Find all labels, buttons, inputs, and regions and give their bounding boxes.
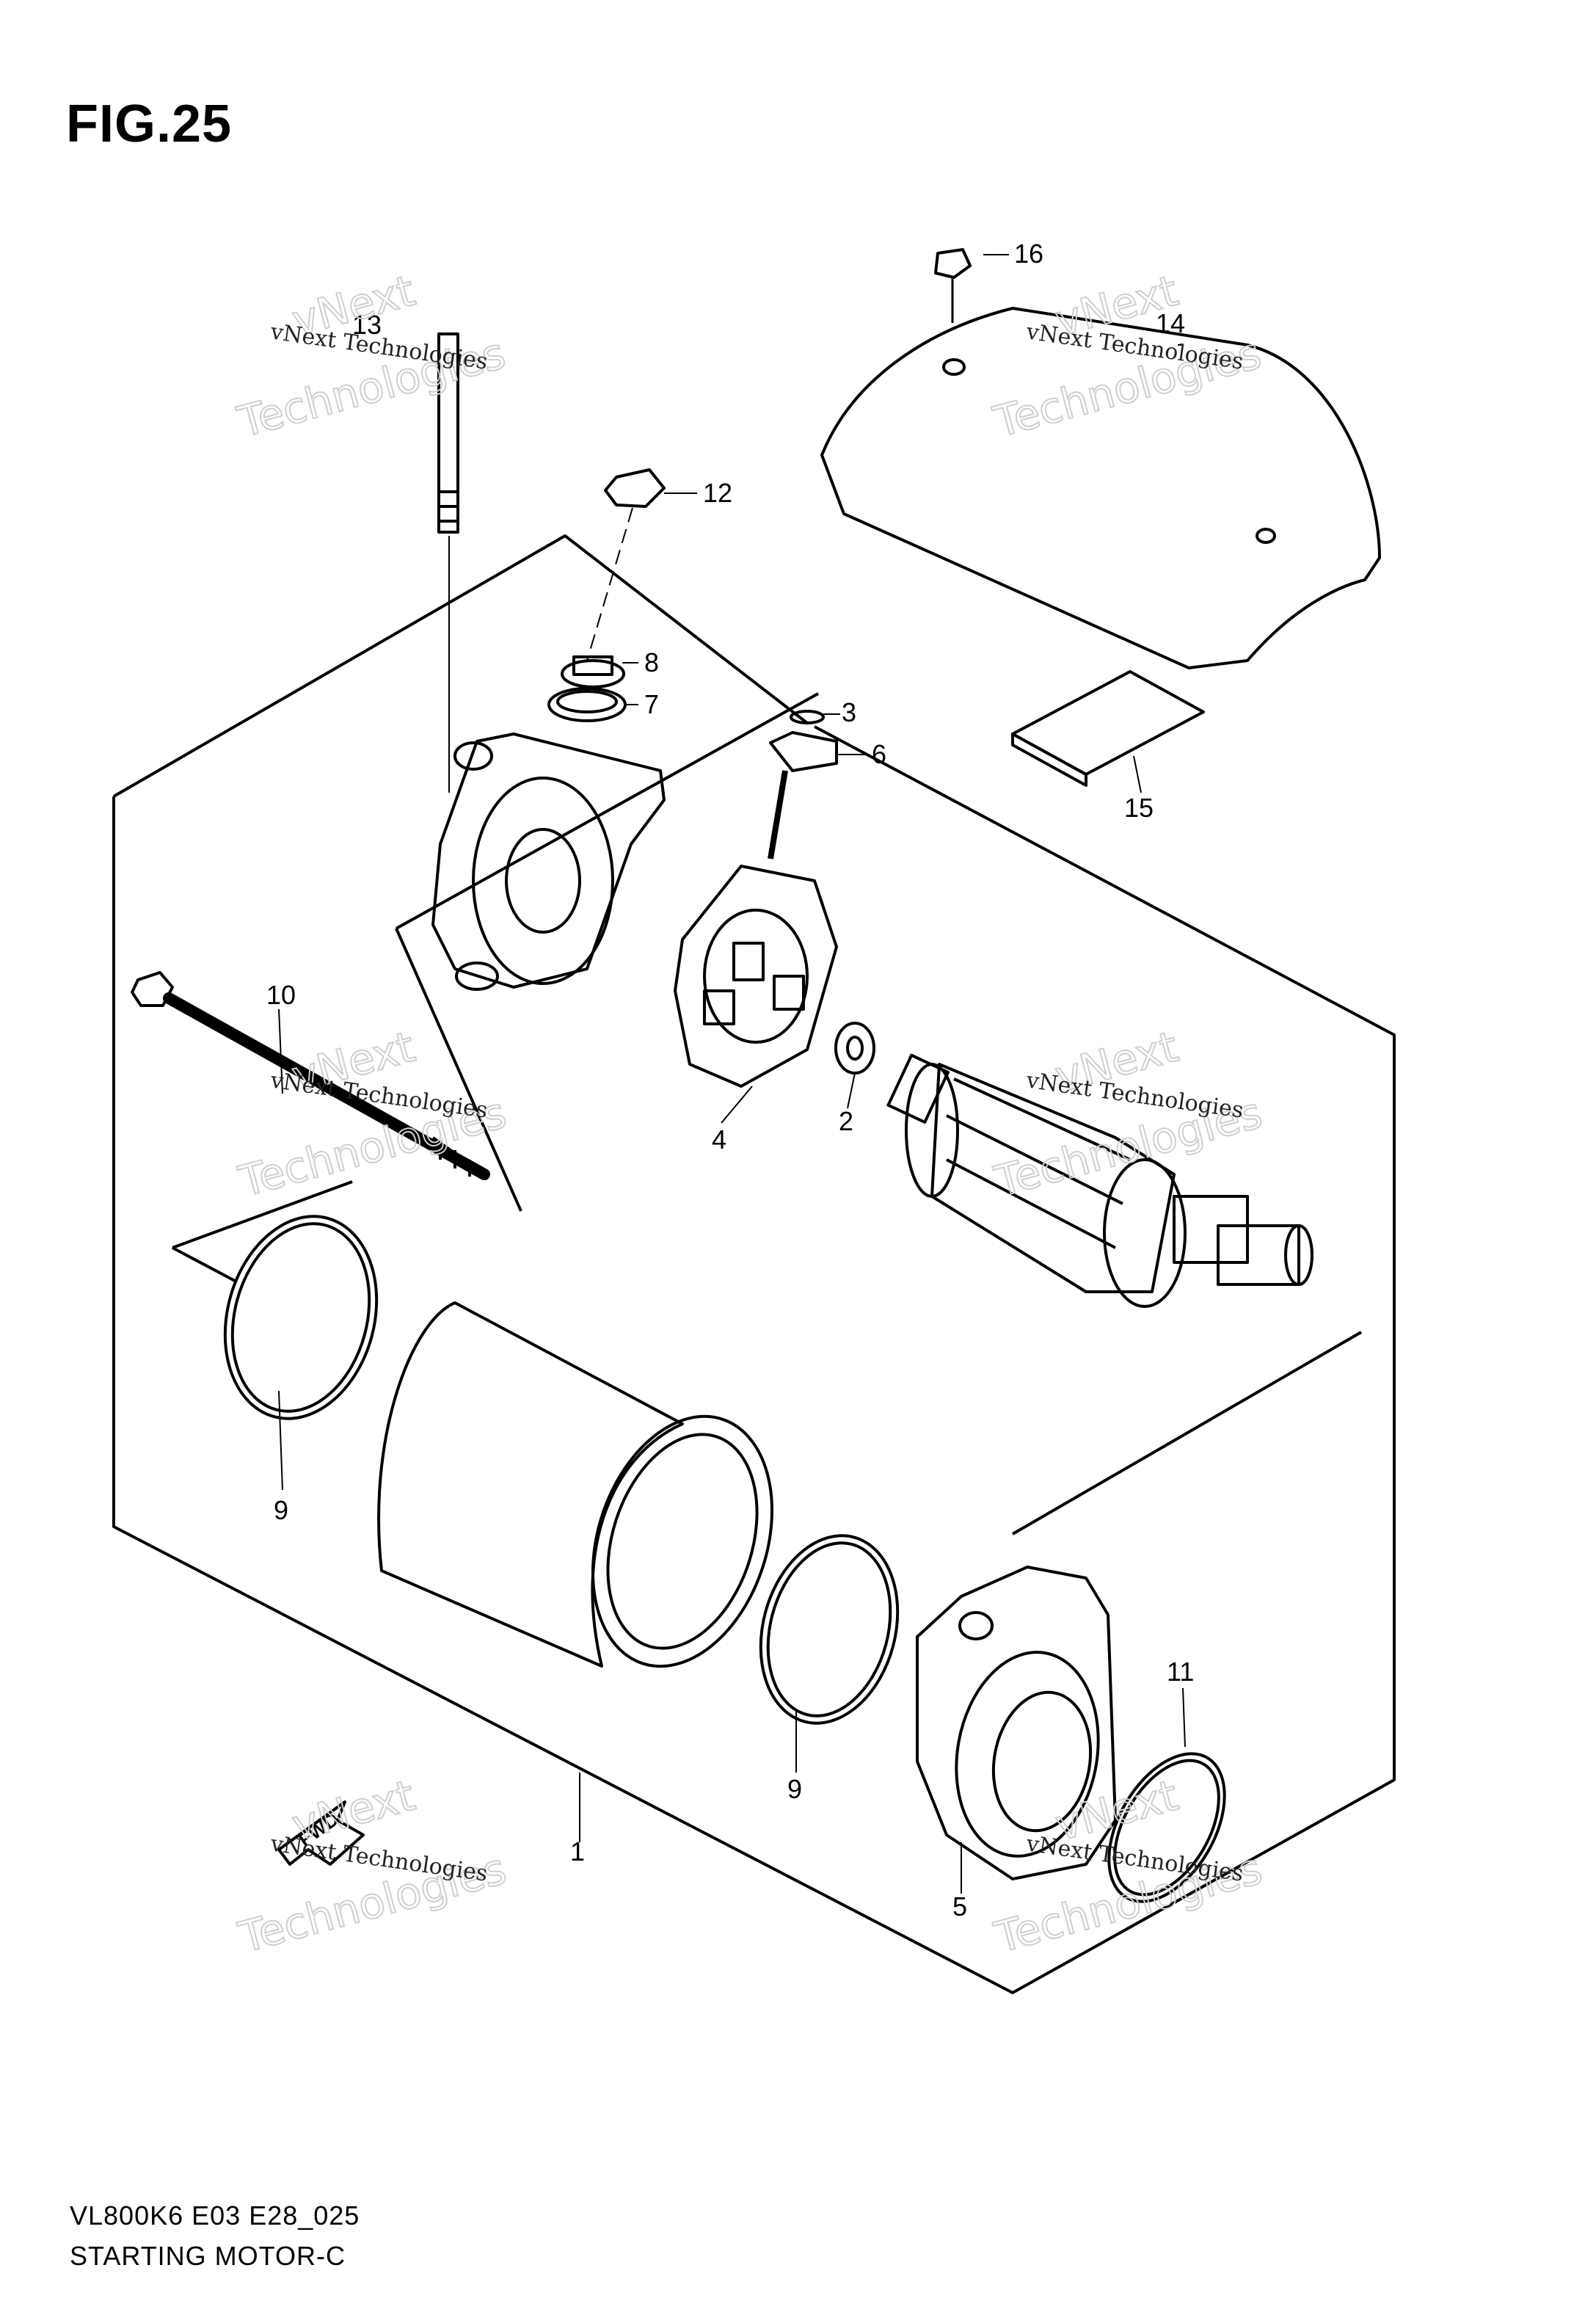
callout-16: 16: [1014, 239, 1043, 269]
watermark-top-left: vNext Technologies vNext Technologies: [232, 265, 511, 448]
callout-15: 15: [1124, 793, 1154, 823]
callout-10: 10: [266, 980, 296, 1010]
yoke: [377, 1301, 774, 1668]
o-ring-3: [790, 710, 825, 724]
nut-12: [586, 468, 666, 661]
cover-14: [820, 307, 1381, 669]
stud-bolt-13: [437, 332, 459, 793]
watermark-top-right: vNext Technologies vNext Technologies: [988, 265, 1267, 448]
housing-bolt-10: [131, 971, 490, 1180]
armature: [886, 1053, 1313, 1308]
nut-8: [561, 655, 625, 688]
o-ring-11: [1107, 1752, 1226, 1903]
callout-8: 8: [644, 647, 659, 677]
ring-7: [547, 687, 627, 722]
callout-5: 5: [952, 1891, 967, 1922]
callout-9-right: 9: [787, 1774, 802, 1804]
armature-group-outline: [172, 1180, 353, 1249]
watermark-bottom-left: vNext Technologies vNext Technologies: [233, 1770, 511, 1963]
callout-11: 11: [1167, 1657, 1194, 1687]
rear-housing-5: [916, 1566, 1117, 1880]
washer-2: [834, 1022, 875, 1075]
diagram-code: VL800K6 E03 E28_025: [70, 2200, 360, 2231]
callout-12: 12: [703, 478, 732, 508]
assembly-outline: [113, 534, 809, 798]
figure-title: FIG.25: [66, 95, 233, 153]
front-housing: [431, 733, 666, 991]
terminal-6: [768, 731, 838, 859]
callout-6: 6: [872, 739, 886, 769]
callout-3: 3: [842, 697, 856, 727]
callout-4: 4: [712, 1124, 726, 1155]
callout-7: 7: [644, 689, 659, 719]
callout-9-left: 9: [274, 1495, 288, 1525]
callout-2: 2: [839, 1106, 853, 1136]
bolt-16: [934, 248, 972, 323]
cushion-15: [1011, 670, 1205, 787]
o-ring-9-right: [759, 1534, 900, 1725]
brush-group-outline: [395, 928, 522, 1212]
fwd-arrow: [277, 1800, 365, 1866]
callout-1: 1: [570, 1836, 585, 1866]
diagram-name: STARTING MOTOR-C: [70, 2241, 346, 2271]
callout-14: 14: [1156, 308, 1185, 338]
brush-holder-4: [674, 865, 838, 1088]
o-ring-9-left: [223, 1215, 379, 1420]
callout-13: 13: [352, 310, 382, 340]
